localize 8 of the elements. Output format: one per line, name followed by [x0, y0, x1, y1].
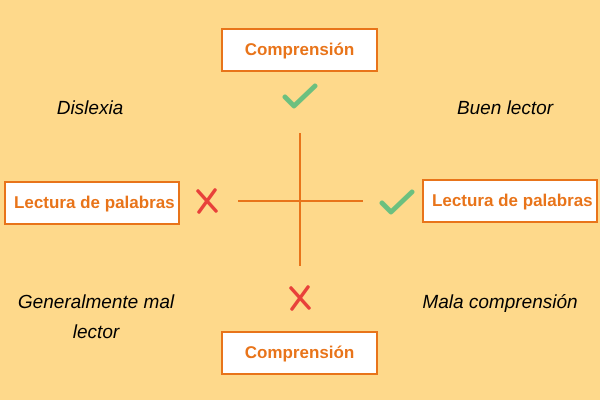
quadrant-label: Dislexia	[56, 97, 124, 121]
label-box: Lectura de palabras	[422, 179, 598, 222]
quadrant-label: Buen lector	[456, 97, 555, 121]
quadrant-label: Mala comprensión	[421, 291, 579, 315]
label-box: Comprensión	[221, 28, 378, 72]
label-box: Lectura de palabras	[4, 181, 180, 224]
quadrant-label: Generalmente mal lector	[16, 291, 176, 345]
label-box: Comprensión	[221, 331, 378, 374]
